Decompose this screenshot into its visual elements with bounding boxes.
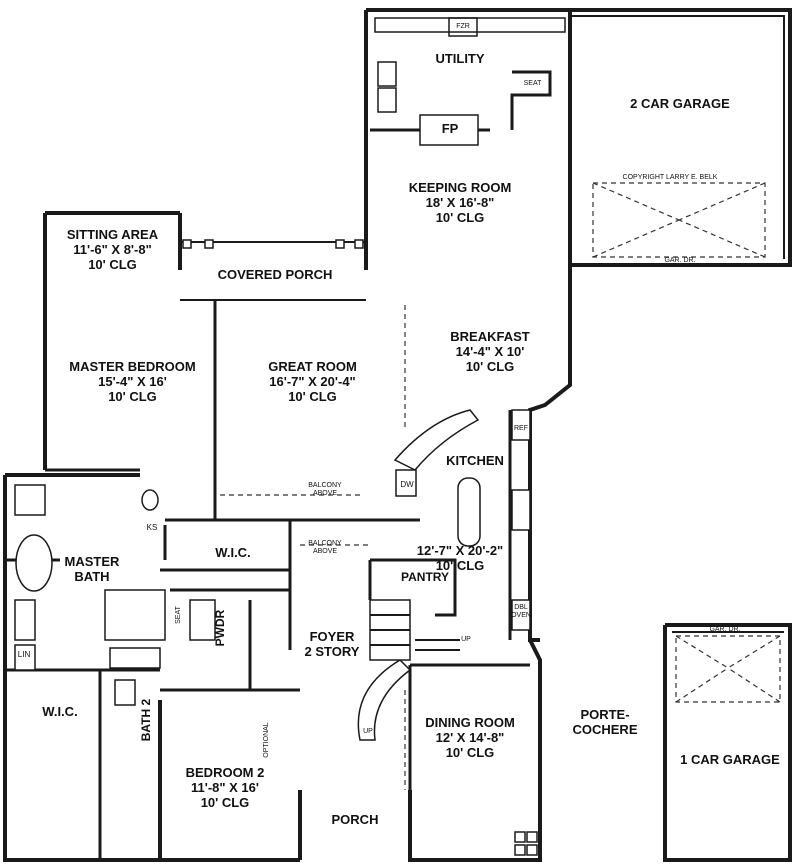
two-car-garage-label: 2 CAR GARAGE xyxy=(630,96,730,111)
wic-left-label: W.I.C. xyxy=(42,704,78,719)
garage-door-label-right: GAR. DR. xyxy=(709,626,741,633)
kitchen-label: KITCHEN xyxy=(446,453,504,468)
kitchen-size-label: 12'-7" X 20'-2"10' CLG xyxy=(416,543,504,573)
freezer-label: FZR xyxy=(456,23,470,30)
porte-cochere-label: PORTE-COCHERE xyxy=(572,707,638,737)
dishwasher-label: DW xyxy=(400,480,414,489)
kitchen-island xyxy=(393,409,531,631)
two-car-garage-walls xyxy=(565,8,792,267)
spiral-stair-up-label: UP xyxy=(363,728,373,735)
seat-label: SEAT xyxy=(523,80,542,87)
optional-label: OPTIONAL xyxy=(263,722,270,758)
bath-2-label: BATH 2 xyxy=(139,698,153,742)
garage-door-label-top: GAR. DR. xyxy=(664,257,696,264)
copyright-label: COPYRIGHT LARRY E. BELK xyxy=(622,174,718,181)
refrigerator-label: REF xyxy=(514,425,528,432)
shower-seat-label: SEAT xyxy=(175,606,182,624)
ks-label: KS xyxy=(146,523,158,532)
porch-label: PORCH xyxy=(331,812,379,827)
balcony-above-label-2: BALCONY ABOVE xyxy=(308,540,342,556)
stair-up-label: UP xyxy=(461,636,471,643)
powder-room-label: PWDR xyxy=(213,609,227,647)
wic-top-label: W.I.C. xyxy=(215,545,251,560)
pantry-label: PANTRY xyxy=(401,570,449,584)
double-oven-label: DBL OVEN xyxy=(511,604,531,620)
balcony-above-label-1: BALCONY ABOVE xyxy=(308,482,342,498)
linen-label: LIN xyxy=(17,650,31,659)
covered-porch-outline xyxy=(180,239,366,301)
stairs xyxy=(357,599,460,741)
fireplace-label: FP xyxy=(441,121,459,136)
master-bath-fixtures xyxy=(14,484,216,706)
utility-label: UTILITY xyxy=(435,51,485,66)
house-outer-walls xyxy=(3,8,572,862)
porch-steps xyxy=(514,831,538,856)
utility-walls xyxy=(370,17,566,146)
one-car-garage-label: 1 CAR GARAGE xyxy=(680,752,780,767)
covered-porch-label: COVERED PORCH xyxy=(217,267,333,282)
one-car-garage-walls xyxy=(663,623,792,862)
